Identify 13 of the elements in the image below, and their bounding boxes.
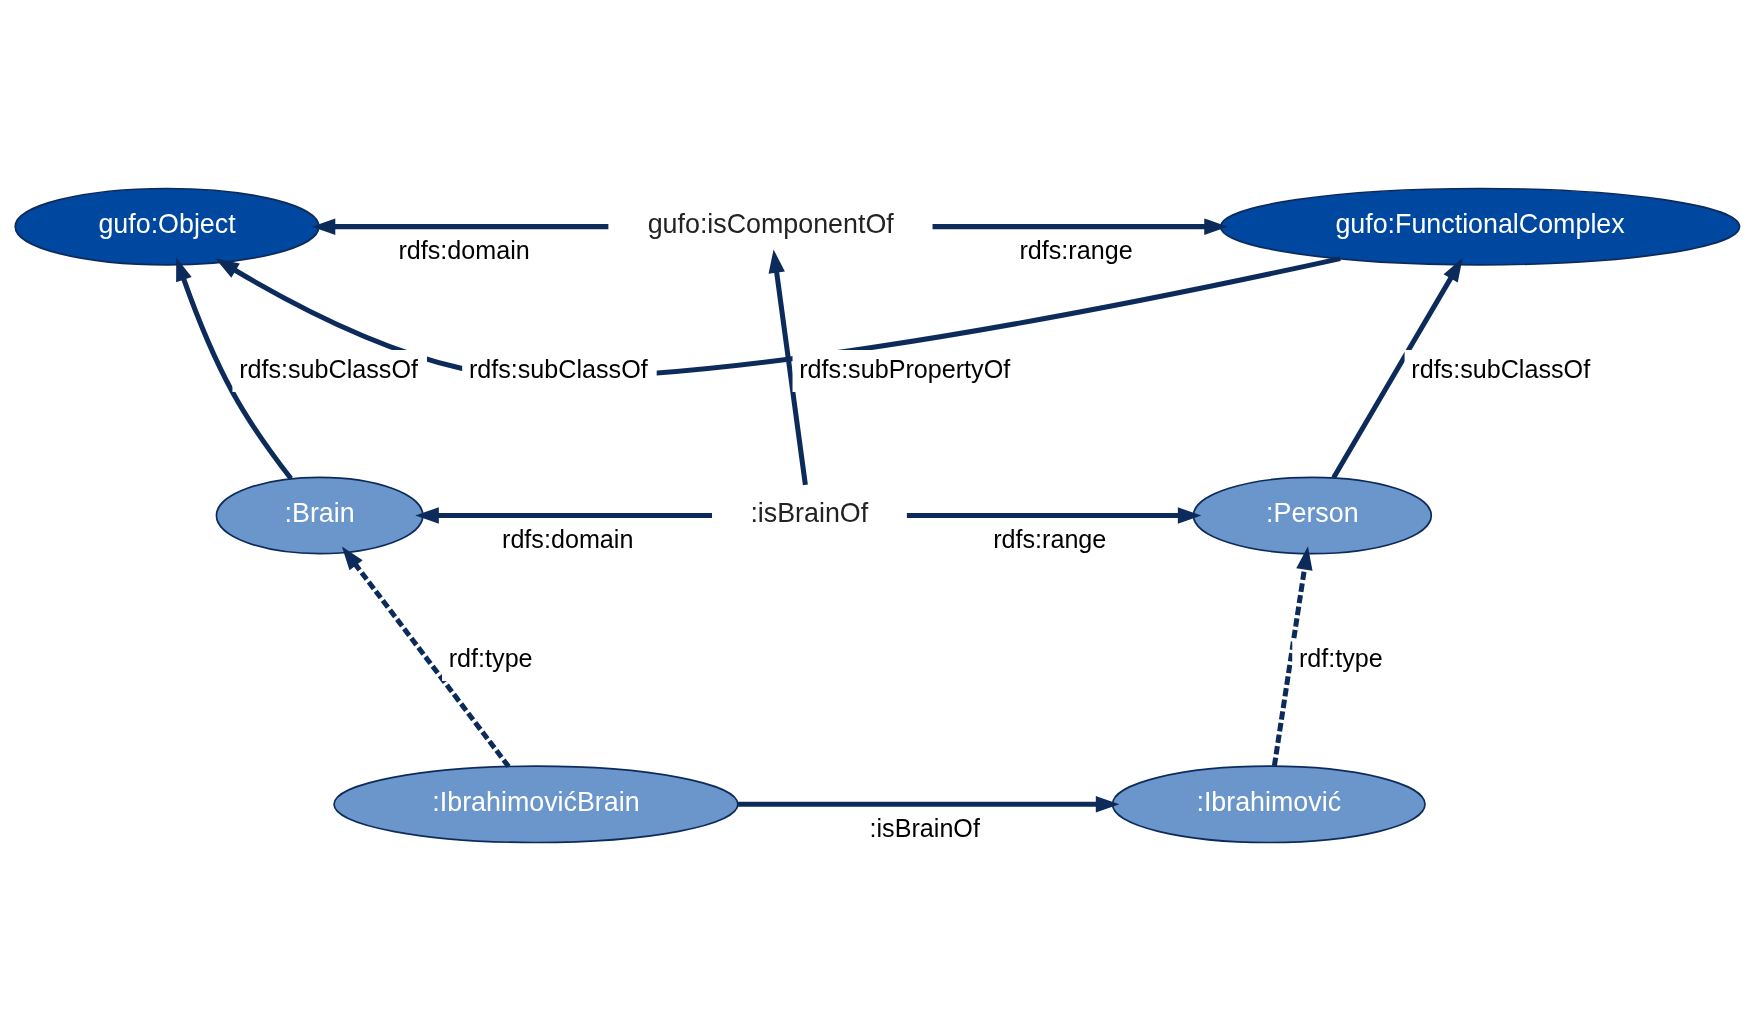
edge-label: rdfs:subClassOf [468,354,648,383]
edge-label: :isBrainOf [869,814,980,843]
edge-label: rdfs:domain [502,525,634,554]
edge-label: rdf:type [448,643,533,672]
edge-label: rdfs:subClassOf [239,354,418,383]
node-text: gufo:isComponentOf [647,209,894,240]
edge-label: rdfs:domain [398,236,530,265]
edge-label: rdf:type [1298,643,1383,672]
edge-label: rdfs:subPropertyOf [799,354,1011,383]
node-text: :isBrainOf [750,497,869,528]
edge-label: rdfs:range [1019,236,1133,265]
edge-label: rdfs:subClassOf [1411,354,1591,383]
edge-label: rdfs:range [993,525,1107,554]
